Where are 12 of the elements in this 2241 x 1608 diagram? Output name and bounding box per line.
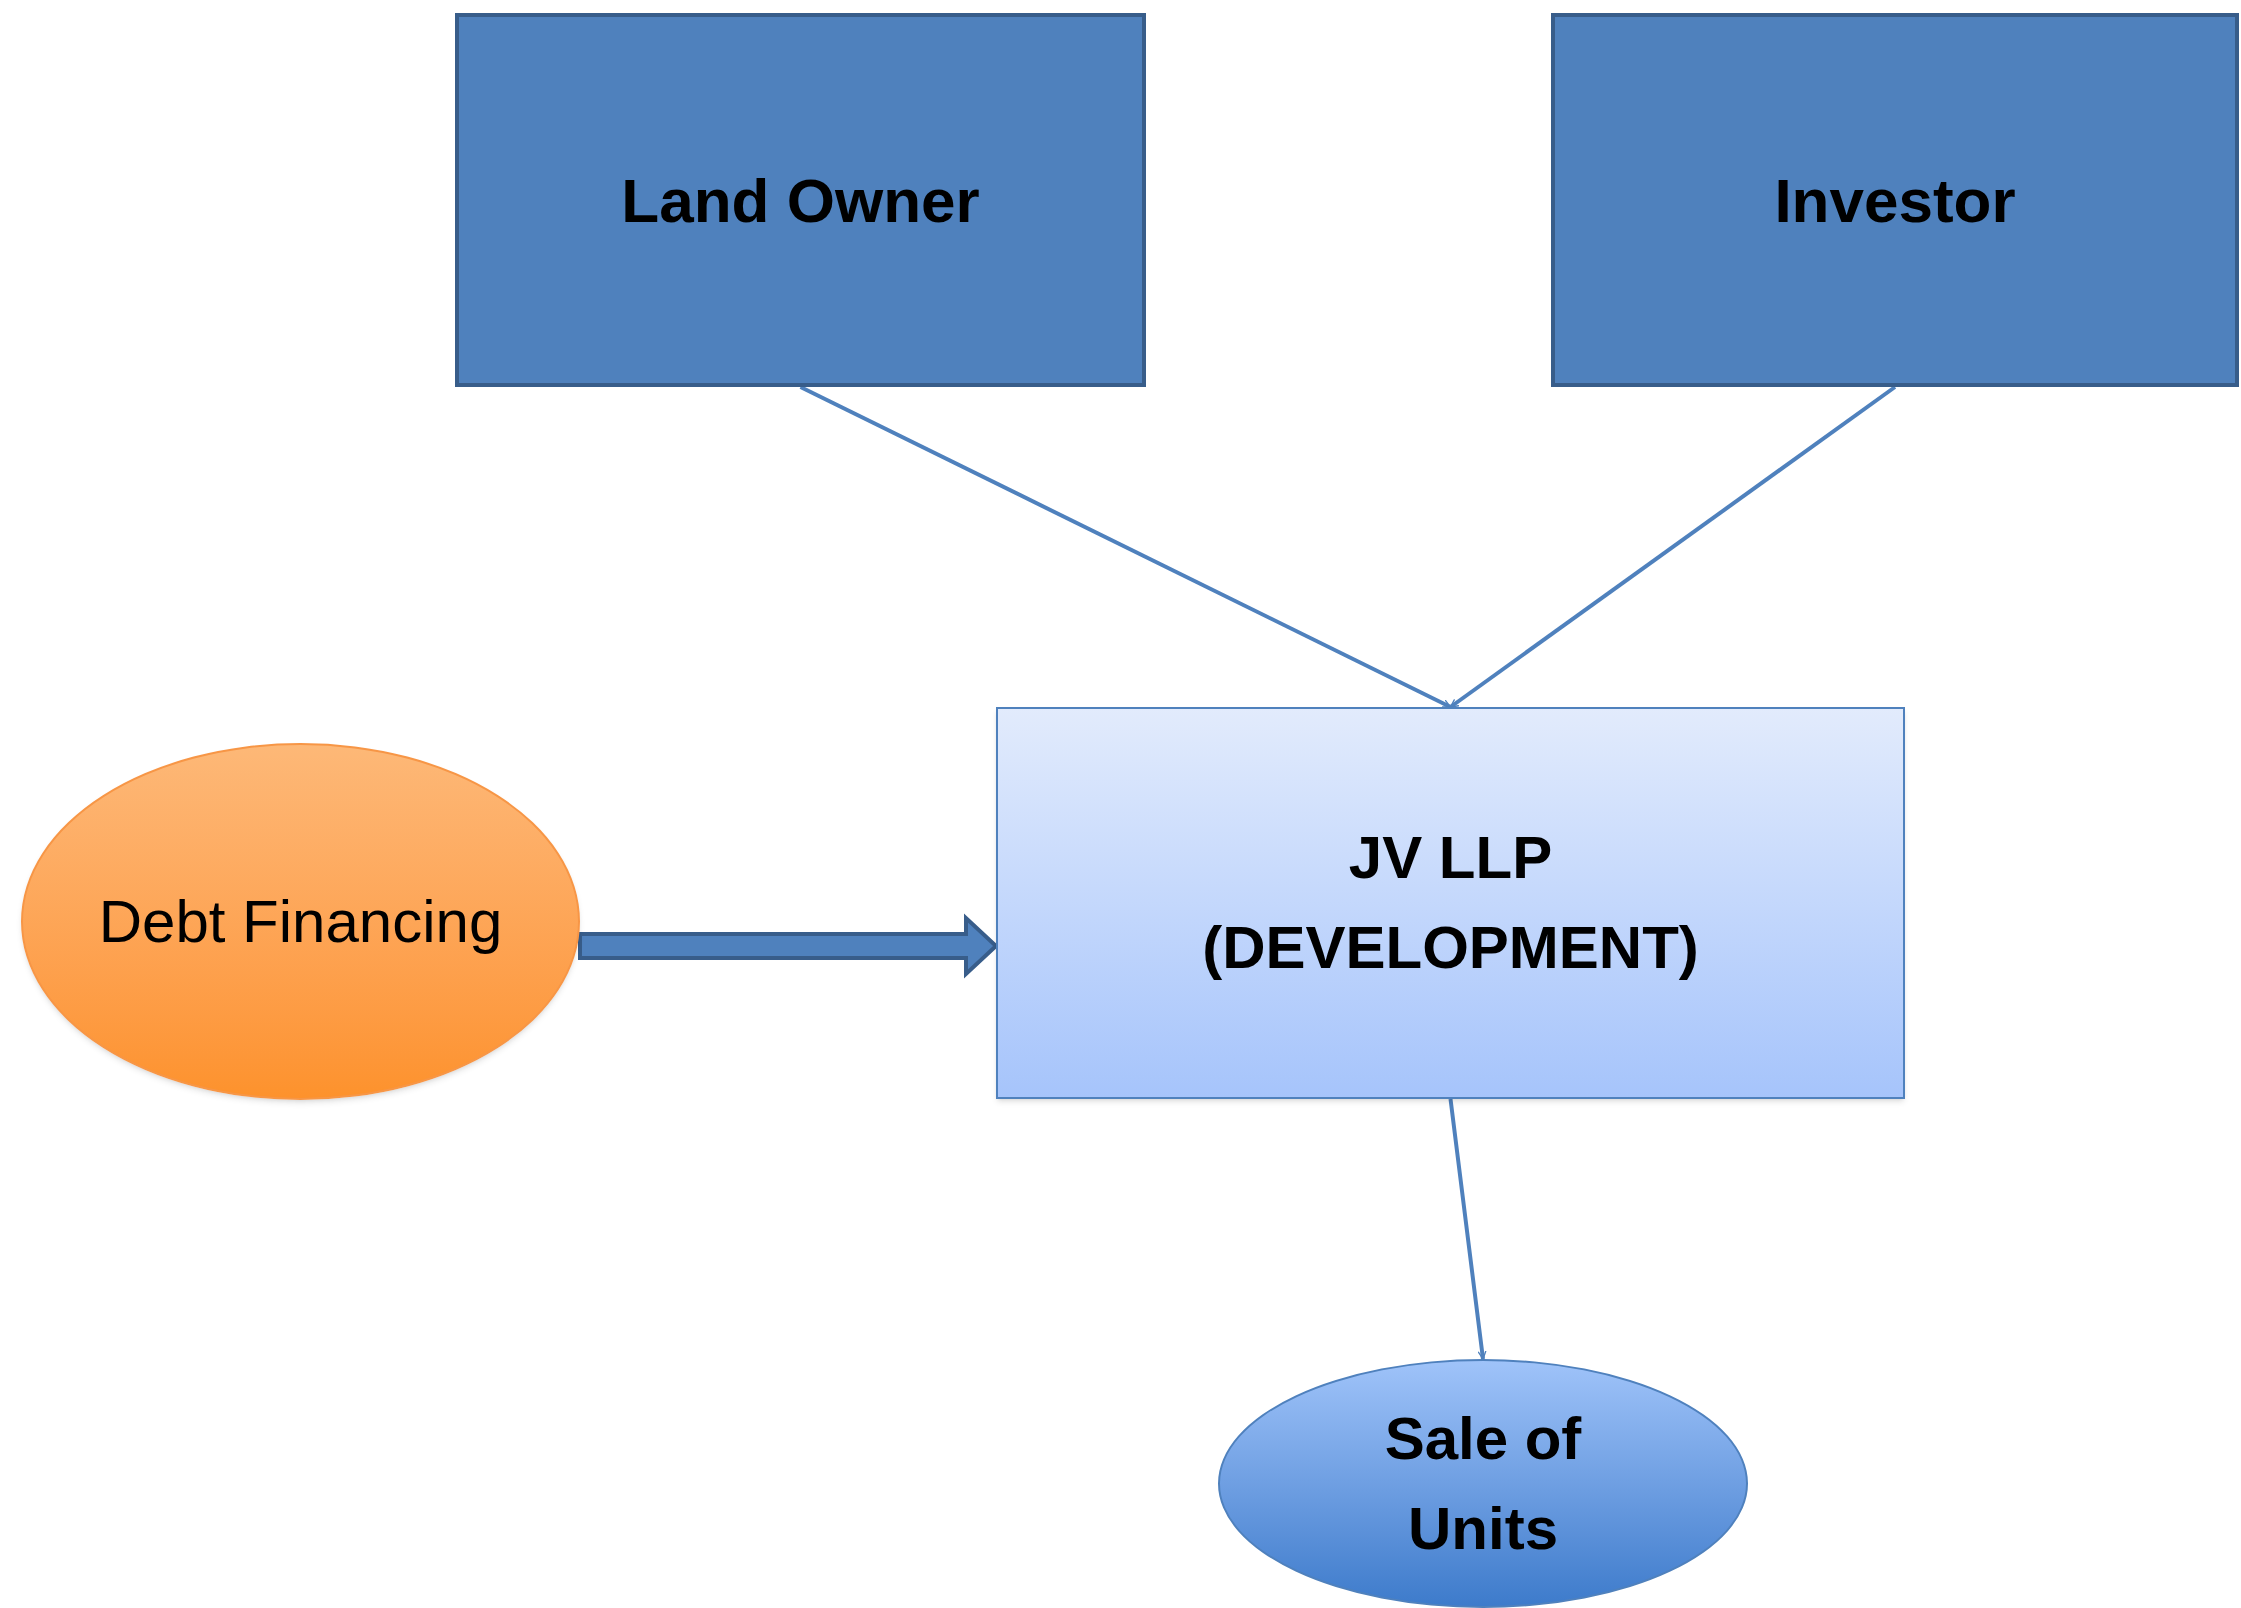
arrow (799, 385, 1452, 709)
entity-box (996, 707, 1905, 1099)
arrow (1448, 1098, 1487, 1360)
party-box (455, 13, 1146, 387)
party-box (1551, 13, 2239, 387)
node-label: JV LLP (DEVELOPMENT) (1201, 823, 1700, 983)
block-arrow (578, 913, 999, 979)
arrow (1449, 385, 1897, 709)
node-label: Land Owner (621, 164, 980, 237)
node-label: Debt Financing (98, 886, 503, 957)
node-label: Investor (1774, 164, 2016, 237)
node-label: Sale of Units (1383, 1403, 1583, 1564)
